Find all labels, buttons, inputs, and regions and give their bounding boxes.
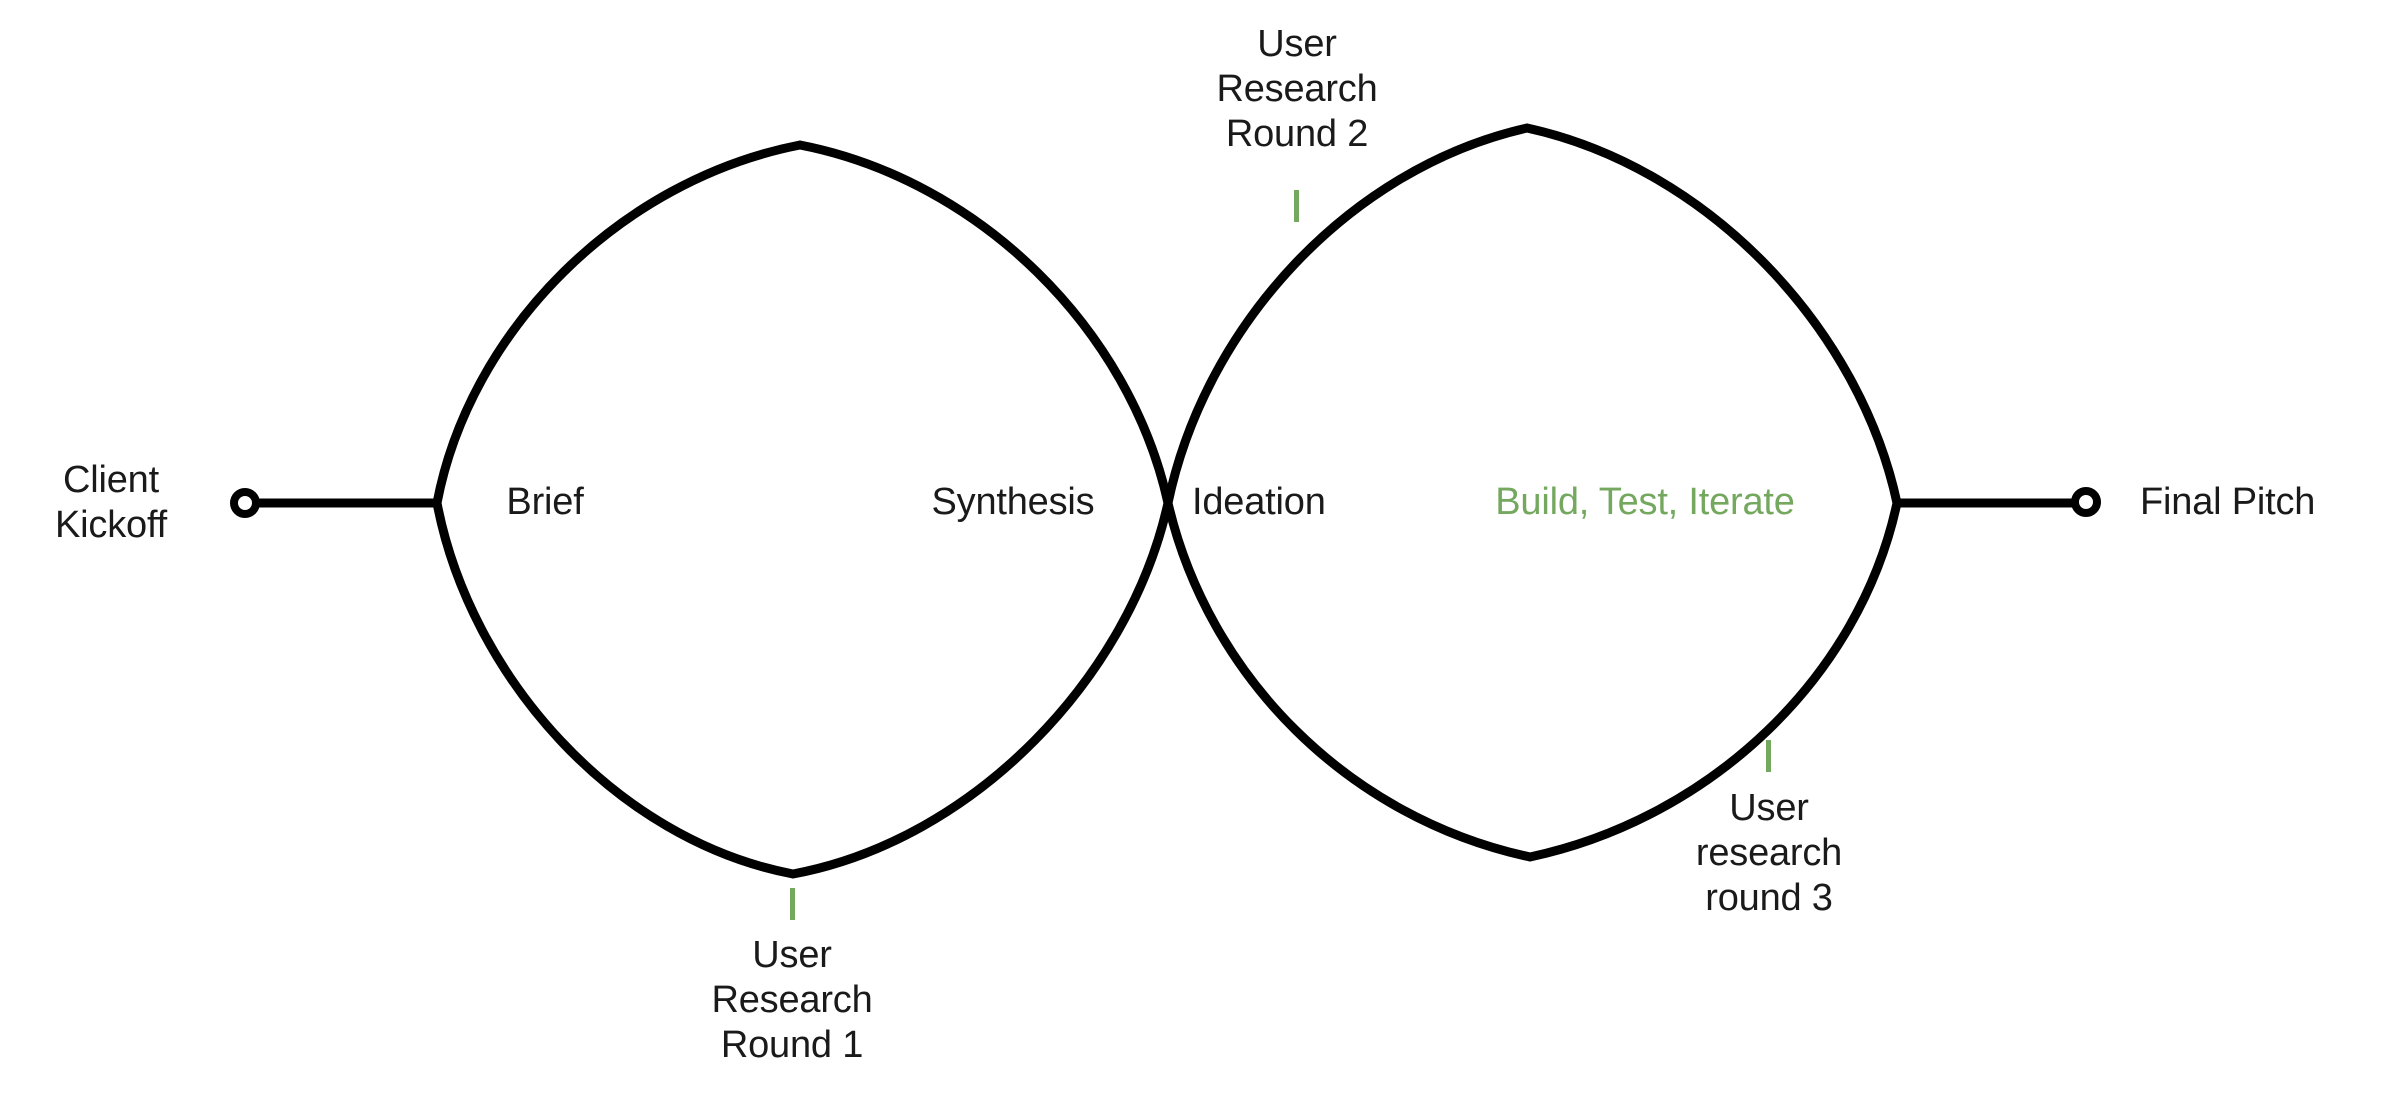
- end-endpoint-label: Final Pitch: [2140, 481, 2316, 523]
- annotation-user-research-round-2: User Research Round 2: [1216, 23, 1378, 155]
- tick-user-research-round-3: [1766, 740, 1771, 772]
- annotation-user-research-round-3: User research round 3: [1695, 787, 1843, 919]
- stage-label-ideation: Ideation: [1192, 481, 1326, 523]
- stage-label-build-test-iterate: Build, Test, Iterate: [1495, 481, 1795, 523]
- annotation-user-research-round-1: User Research Round 1: [711, 934, 873, 1066]
- stage-label-synthesis: Synthesis: [931, 481, 1095, 523]
- tick-user-research-round-2: [1294, 190, 1299, 222]
- start-endpoint-circle: [230, 488, 260, 518]
- stage-label-brief: Brief: [506, 481, 584, 523]
- end-endpoint-circle: [2071, 487, 2101, 517]
- start-endpoint-label: Client Kickoff: [55, 459, 167, 546]
- tick-user-research-round-1: [790, 888, 795, 920]
